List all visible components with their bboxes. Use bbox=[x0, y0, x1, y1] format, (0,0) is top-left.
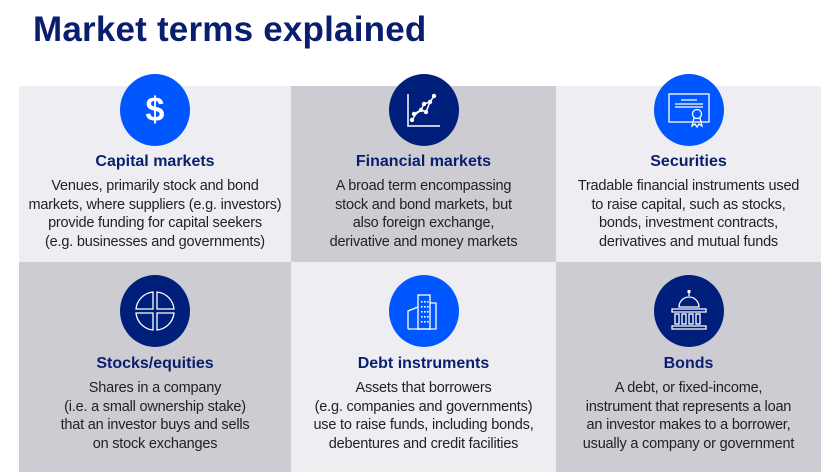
desc-line: instrument that represents a loan bbox=[585, 398, 792, 415]
term-name: Securities bbox=[650, 153, 727, 170]
term-description: Assets that borrowers (e.g. companies an… bbox=[293, 379, 554, 453]
desc-line: provide funding for capital seekers bbox=[48, 215, 262, 231]
certificate-icon bbox=[653, 74, 724, 146]
buildings-icon bbox=[388, 275, 459, 347]
term-name: Financial markets bbox=[355, 153, 492, 170]
term-card-bonds: Bonds A debt, or fixed-income, instrumen… bbox=[556, 262, 821, 472]
desc-line: (i.e. a small ownership stake) bbox=[64, 398, 246, 415]
desc-line: (e.g. companies and governments) bbox=[314, 398, 533, 415]
pie-quarters-icon bbox=[120, 275, 190, 347]
term-description: A broad term encompassing stock and bond… bbox=[293, 177, 554, 251]
term-description: Shares in a company (i.e. a small owners… bbox=[21, 379, 289, 453]
line-chart-icon bbox=[388, 74, 459, 146]
svg-text:$: $ bbox=[146, 91, 165, 129]
term-name: Debt instruments bbox=[357, 355, 490, 372]
desc-line: Venues, primarily stock and bond bbox=[51, 178, 259, 194]
desc-line: bonds, investment contracts, bbox=[599, 215, 778, 231]
term-description: Tradable financial instruments used to r… bbox=[558, 177, 819, 251]
desc-line: (e.g. businesses and governments) bbox=[45, 233, 265, 250]
term-card-stocks-equities: Stocks/equities Shares in a company (i.e… bbox=[19, 262, 291, 472]
desc-line: also foreign exchange, bbox=[352, 215, 495, 231]
term-name: Bonds bbox=[663, 355, 714, 372]
desc-line: use to raise funds, including bonds, bbox=[313, 417, 534, 433]
desc-line: Tradable financial instruments used bbox=[577, 178, 800, 194]
desc-line: debentures and credit facilities bbox=[328, 435, 519, 452]
desc-line: derivatives and mutual funds bbox=[599, 233, 778, 250]
desc-line: Shares in a company bbox=[88, 380, 222, 396]
term-card-capital-markets: $ Capital markets Venues, primarily stoc… bbox=[19, 74, 291, 262]
desc-line: usually a company or government bbox=[582, 435, 795, 452]
desc-line: markets, where suppliers (e.g. investors… bbox=[28, 196, 282, 213]
term-description: Venues, primarily stock and bond markets… bbox=[21, 177, 289, 251]
desc-line: stock and bond markets, but bbox=[335, 196, 512, 213]
desc-line: an investor makes to a borrower, bbox=[586, 417, 791, 433]
page-title: Market terms explained bbox=[33, 10, 427, 49]
term-name: Stocks/equities bbox=[96, 355, 214, 372]
term-description: A debt, or fixed-income, instrument that… bbox=[558, 379, 819, 453]
desc-line: derivative and money markets bbox=[329, 233, 518, 250]
desc-line: Assets that borrowers bbox=[355, 380, 492, 396]
term-card-debt-instruments: Debt instruments Assets that borrowers (… bbox=[291, 262, 556, 472]
desc-line: to raise capital, such as stocks, bbox=[591, 196, 786, 213]
desc-line: A debt, or fixed-income, bbox=[614, 380, 763, 396]
term-card-financial-markets: Financial markets A broad term encompass… bbox=[291, 74, 556, 262]
dollar-icon: $ bbox=[120, 74, 190, 146]
desc-line: A broad term encompassing bbox=[335, 178, 512, 194]
desc-line: on stock exchanges bbox=[92, 435, 218, 452]
term-name: Capital markets bbox=[95, 153, 215, 170]
term-card-securities: Securities Tradable financial instrument… bbox=[556, 74, 821, 262]
desc-line: that an investor buys and sells bbox=[60, 417, 250, 433]
terms-grid: $ Capital markets Venues, primarily stoc… bbox=[19, 74, 821, 472]
government-building-icon bbox=[653, 275, 724, 347]
